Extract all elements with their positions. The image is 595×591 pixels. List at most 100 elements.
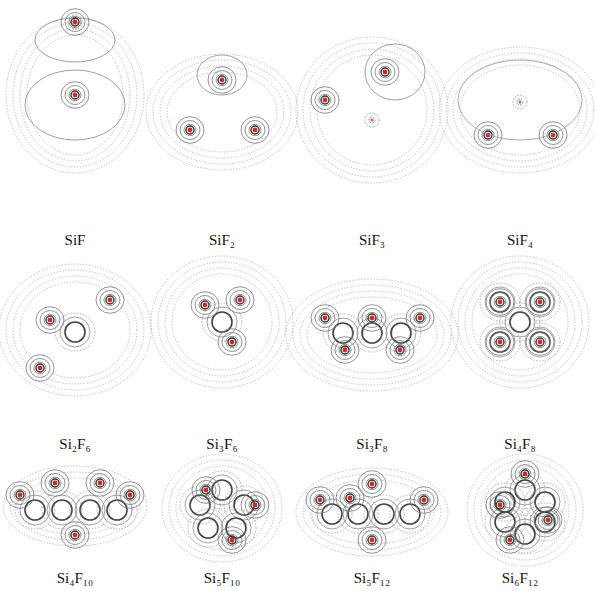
contour-line — [307, 297, 437, 373]
contour-line — [153, 60, 291, 164]
molecule-label: Si₃F₆ — [152, 436, 292, 453]
fluorine-atom — [230, 538, 235, 543]
contour-line — [13, 276, 137, 384]
contour-line — [520, 283, 560, 321]
contour-line — [208, 67, 236, 94]
contour-line — [485, 483, 525, 521]
contour-line — [212, 71, 232, 90]
contour-line — [61, 82, 89, 109]
contour-line — [71, 531, 79, 539]
contour-line — [249, 124, 261, 135]
contour-line — [167, 72, 277, 152]
contour-line — [245, 496, 265, 515]
contour-line — [536, 338, 544, 346]
contour-line — [321, 96, 329, 104]
contour-line — [72, 19, 78, 25]
fluorine-atom — [523, 472, 528, 477]
fluorine-atom — [188, 128, 193, 133]
contour-line — [180, 121, 200, 140]
contour-line — [496, 338, 504, 346]
contour-line — [390, 341, 410, 360]
contour-line — [369, 117, 375, 123]
contour-line — [364, 495, 404, 533]
contour-line — [368, 314, 376, 322]
contour-line — [296, 37, 448, 183]
contour-line — [386, 337, 414, 364]
contour-line — [467, 454, 583, 566]
contour-line — [335, 341, 355, 360]
contour-line — [69, 529, 81, 540]
contour-line — [65, 322, 85, 342]
contour-line — [193, 513, 223, 543]
fluorine-atom — [370, 316, 375, 321]
contour-line — [207, 475, 237, 505]
contour-line — [160, 66, 284, 158]
contour-line — [366, 478, 378, 489]
fluorine-atom — [98, 481, 103, 486]
contour-line — [196, 481, 216, 500]
contour-line — [542, 514, 554, 525]
molecule-label: Si₄F₈ — [450, 436, 590, 453]
contour-line — [71, 18, 79, 26]
fluorine-atom — [108, 298, 113, 303]
contour-line — [362, 309, 382, 328]
contour-line — [45, 474, 65, 493]
silicon-atom — [518, 100, 521, 103]
fluorine-atom — [128, 493, 133, 498]
contour-line — [36, 364, 44, 372]
fluorine-atom — [220, 78, 225, 83]
contour-line — [251, 501, 259, 509]
contour-line — [10, 472, 140, 540]
contour-line — [300, 291, 444, 379]
contour-line — [13, 23, 137, 167]
fluorine-atom — [73, 93, 78, 98]
contour-line — [490, 292, 510, 312]
contour-line — [286, 279, 458, 391]
contour-line — [414, 491, 434, 510]
contour-line — [525, 287, 555, 317]
fluorine-atom — [253, 128, 258, 133]
contour-line — [513, 95, 527, 109]
contour-line — [158, 262, 286, 382]
contour-line — [362, 475, 382, 494]
contour-line — [474, 460, 576, 560]
contour-line — [439, 47, 595, 173]
contour-line — [104, 294, 116, 305]
contour-line — [344, 492, 356, 503]
contour-line — [490, 293, 510, 312]
fluorine-atom — [323, 98, 328, 103]
contour-line — [202, 486, 210, 494]
contour-line — [366, 312, 378, 323]
contour-line — [394, 344, 406, 355]
fluorine-atom — [538, 300, 543, 305]
contour-line — [69, 89, 81, 100]
contour-line — [515, 480, 535, 500]
contour-line — [547, 129, 559, 140]
contour-line — [90, 474, 110, 493]
contour-line — [481, 466, 569, 554]
contour-line — [25, 70, 125, 140]
contour-line — [51, 479, 59, 487]
contour-line — [500, 303, 540, 341]
fluorine-atom — [538, 340, 543, 345]
contour-line — [365, 113, 379, 127]
contour-line — [319, 94, 331, 105]
molecule-label: SiF — [5, 232, 145, 249]
molecule-label: SiF₂ — [152, 232, 292, 249]
contour-line — [314, 494, 326, 505]
contour-line — [30, 359, 50, 378]
contour-line — [395, 499, 425, 529]
contour-line — [312, 495, 352, 533]
contour-line — [10, 486, 30, 505]
contour-line — [15, 491, 55, 529]
contour-line — [451, 256, 589, 388]
contour-line — [44, 314, 56, 325]
fluorine-atom — [73, 20, 78, 25]
contour-line — [362, 323, 382, 343]
contour-line — [303, 43, 441, 177]
contour-line — [396, 346, 404, 354]
contour-line — [49, 477, 61, 488]
contour-line — [339, 344, 351, 355]
fluorine-atom — [348, 496, 353, 501]
molecule-label: Si₆F₁₂ — [450, 570, 590, 587]
